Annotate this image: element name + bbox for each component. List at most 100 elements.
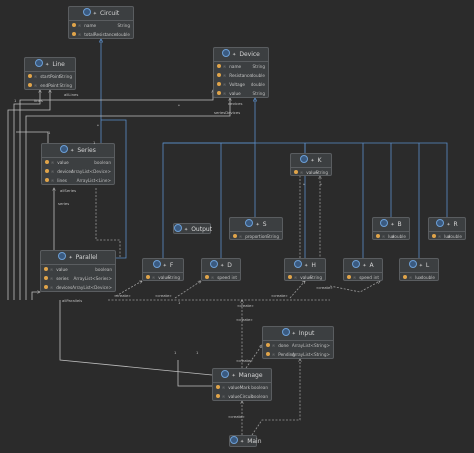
class-icon: [82, 8, 91, 16]
class-name: L: [425, 262, 430, 269]
visibility-icon: ✦: [231, 373, 236, 379]
class-box-output[interactable]: ✦Output: [173, 223, 212, 234]
class-header: ✦A: [344, 259, 382, 273]
field-icon: [294, 170, 298, 174]
final-icon: ☉: [78, 33, 82, 37]
class-name: A: [369, 262, 374, 269]
class-icon: [35, 59, 44, 67]
final-icon: ☉: [409, 276, 413, 280]
field-icon: [217, 82, 221, 86]
class-icon: [300, 155, 309, 163]
class-icon: [174, 224, 182, 232]
final-icon: ☉: [272, 344, 276, 348]
visibility-icon: ✦: [162, 263, 167, 269]
class-name: Device: [239, 51, 260, 58]
class-icon: [152, 260, 161, 268]
field-type: ArrayList<String>: [291, 343, 330, 348]
edge-label-create1: «create»: [114, 293, 131, 298]
field-icon: [72, 23, 76, 27]
class-name: Main: [247, 438, 262, 445]
field-icon: [45, 169, 49, 173]
field-type: double: [420, 275, 435, 280]
class-name: Circuit: [99, 10, 120, 17]
field-name: totalResistance: [84, 32, 117, 37]
class-icon: [408, 260, 417, 268]
class-icon: [436, 219, 445, 227]
field-type: ArrayList<Line>: [76, 178, 111, 183]
field-type: double: [250, 82, 265, 87]
field-name: name: [229, 64, 242, 69]
field-type: double: [391, 234, 406, 239]
field-name: Resistance: [229, 73, 252, 78]
field-name: value: [300, 275, 312, 280]
field-type: String: [266, 234, 280, 239]
field-name: speed: [217, 275, 230, 280]
class-header: ✦Line: [25, 58, 75, 72]
class-header: ✦B: [373, 218, 409, 232]
final-icon: ☉: [382, 235, 386, 239]
class-box-main[interactable]: ✦Main: [229, 435, 262, 447]
visibility-icon: ✦: [240, 439, 245, 445]
field-name: lux: [415, 275, 422, 280]
field-icon: [28, 74, 32, 78]
edge-label-m10: 1: [93, 140, 96, 145]
class-name: D: [227, 262, 232, 269]
field-name: name: [84, 23, 97, 28]
field-name: valueMark: [228, 385, 250, 390]
final-icon: ☉: [223, 83, 227, 87]
class-name: Series: [77, 147, 96, 154]
class-header: ✦Parallel: [41, 251, 115, 265]
class-icon: [221, 370, 230, 378]
edge-label-series: series: [58, 201, 70, 206]
field-type: boolean: [94, 160, 111, 165]
field-name: value: [229, 91, 241, 96]
field-type: ArrayList<Device>: [71, 169, 111, 174]
edge-label-create8: «create»: [228, 414, 245, 419]
class-name: R: [453, 221, 458, 228]
class-icon: [281, 328, 290, 336]
visibility-icon: ✦: [45, 62, 50, 68]
edge-label-create2: «create»: [155, 293, 172, 298]
field-type: boolean: [95, 267, 112, 272]
final-icon: ☉: [223, 92, 227, 96]
visibility-icon: ✦: [70, 148, 75, 154]
edge-label-create7: «create»: [236, 358, 253, 363]
field-name: value: [56, 267, 68, 272]
field-icon: [45, 178, 49, 182]
edge-label-create3: «create»: [271, 293, 288, 298]
edge-label-lines: lines: [34, 98, 43, 103]
final-icon: ☉: [438, 235, 442, 239]
edge-label-allLines: allLines: [64, 92, 79, 97]
visibility-icon: ✦: [390, 222, 395, 228]
